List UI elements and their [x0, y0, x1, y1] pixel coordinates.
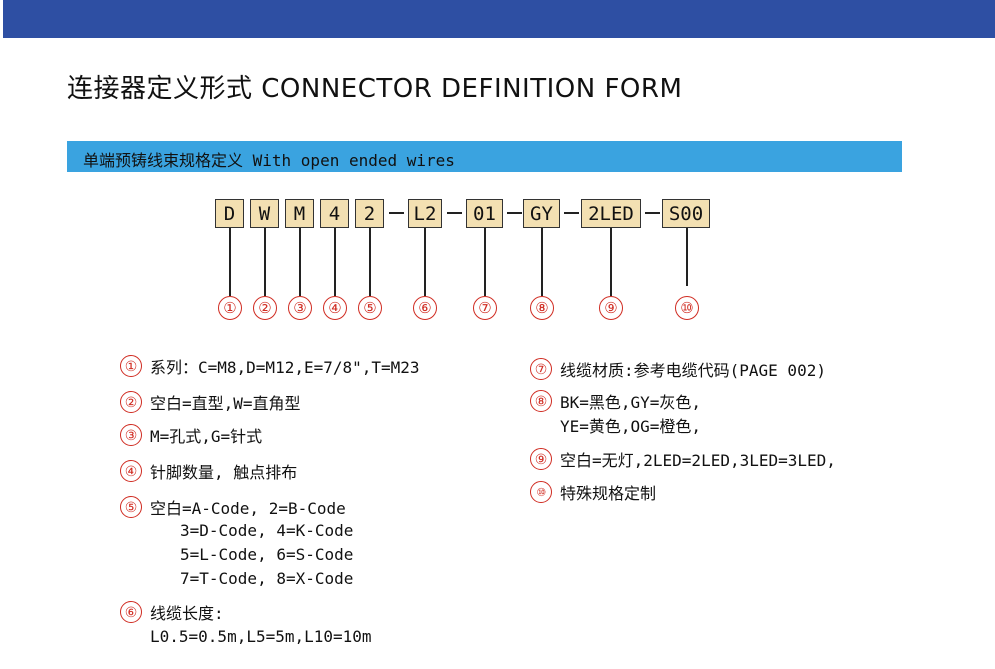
section-header: 单端预铸线束规格定义 With open ended wires: [67, 141, 902, 172]
marker-5: ⑤: [358, 296, 382, 320]
legend-item-8: ⑧ BK=黑色,GY=灰色,: [530, 389, 701, 414]
legend-item-2: ② 空白=直型,W=直角型: [120, 390, 301, 415]
legend-text: 针脚数量, 触点排布: [150, 463, 298, 482]
marker-10: ⑩: [675, 296, 699, 320]
legend-text: M=孔式,G=针式: [150, 427, 263, 446]
marker-1: ①: [218, 296, 242, 320]
legend-marker: ⑧: [530, 390, 552, 412]
code-box-pins: 4: [320, 199, 349, 228]
marker-7: ⑦: [473, 296, 497, 320]
legend-text: 空白=直型,W=直角型: [150, 394, 301, 413]
connector-line: [369, 228, 371, 296]
top-banner: [3, 0, 995, 38]
legend-item-7: ⑦ 线缆材质:参考电缆代码(PAGE 002): [530, 357, 826, 382]
code-box-cable: 01: [466, 199, 503, 228]
legend-subline: L0.5=0.5m,L5=5m,L10=10m: [150, 627, 372, 646]
marker-9: ⑨: [599, 296, 623, 320]
legend-marker: ⑩: [530, 481, 552, 503]
legend-text: 空白=无灯,2LED=2LED,3LED=3LED,: [560, 451, 836, 470]
legend-marker: ②: [120, 391, 142, 413]
section-title: 单端预铸线束规格定义 With open ended wires: [83, 151, 455, 170]
legend-text: 特殊规格定制: [560, 484, 657, 503]
marker-2: ②: [253, 296, 277, 320]
marker-4: ④: [323, 296, 347, 320]
legend-marker: ⑤: [120, 496, 142, 518]
connector-line: [334, 228, 336, 296]
code-box-angle: W: [250, 199, 279, 228]
connector-line: [686, 228, 688, 286]
legend-subline: 3=D-Code, 4=K-Code: [180, 521, 354, 540]
legend-marker: ③: [120, 424, 142, 446]
code-box-led: 2LED: [581, 199, 641, 228]
legend-text: 线缆长度:: [150, 604, 224, 623]
legend-item-1: ① 系列：C=M8,D=M12,E=7/8",T=M23: [120, 354, 420, 379]
connector-line: [264, 228, 266, 296]
legend-text: 系列：C=M8,D=M12,E=7/8",T=M23: [150, 358, 420, 377]
legend-marker: ⑨: [530, 448, 552, 470]
code-box-coding: 2: [355, 199, 384, 228]
separator-dash: [447, 212, 462, 214]
marker-6: ⑥: [413, 296, 437, 320]
code-box-length: L2: [408, 199, 442, 228]
connector-line: [541, 228, 543, 296]
legend-marker: ⑦: [530, 358, 552, 380]
legend-marker: ①: [120, 355, 142, 377]
legend-item-10: ⑩ 特殊规格定制: [530, 480, 656, 505]
page-title: 连接器定义形式 CONNECTOR DEFINITION FORM: [67, 74, 683, 104]
legend-text: 线缆材质:参考电缆代码(PAGE 002): [560, 361, 826, 380]
code-box-series: D: [215, 199, 244, 228]
legend-item-5: ⑤ 空白=A-Code, 2=B-Code: [120, 495, 346, 520]
connector-line: [484, 228, 486, 296]
marker-8: ⑧: [530, 296, 554, 320]
legend-item-9: ⑨ 空白=无灯,2LED=2LED,3LED=3LED,: [530, 447, 836, 472]
connector-line: [299, 228, 301, 296]
legend-text: 空白=A-Code, 2=B-Code: [150, 499, 346, 518]
marker-3: ③: [288, 296, 312, 320]
separator-dash: [645, 212, 660, 214]
connector-line: [424, 228, 426, 296]
code-box-color: GY: [523, 199, 560, 228]
connector-line: [229, 228, 231, 296]
legend-marker: ④: [120, 460, 142, 482]
legend-item-6: ⑥ 线缆长度:: [120, 600, 224, 625]
legend-subline: YE=黄色,OG=橙色,: [560, 417, 702, 436]
connector-line: [610, 228, 612, 296]
separator-dash: [389, 212, 404, 214]
legend-subline: 7=T-Code, 8=X-Code: [180, 569, 354, 588]
code-box-gender: M: [285, 199, 314, 228]
legend-item-3: ③ M=孔式,G=针式: [120, 423, 262, 448]
separator-dash: [507, 212, 522, 214]
legend-marker: ⑥: [120, 601, 142, 623]
legend-item-4: ④ 针脚数量, 触点排布: [120, 459, 297, 484]
legend-subline: 5=L-Code, 6=S-Code: [180, 545, 354, 564]
legend-text: BK=黑色,GY=灰色,: [560, 393, 702, 412]
separator-dash: [564, 212, 579, 214]
code-box-special: S00: [662, 199, 710, 228]
